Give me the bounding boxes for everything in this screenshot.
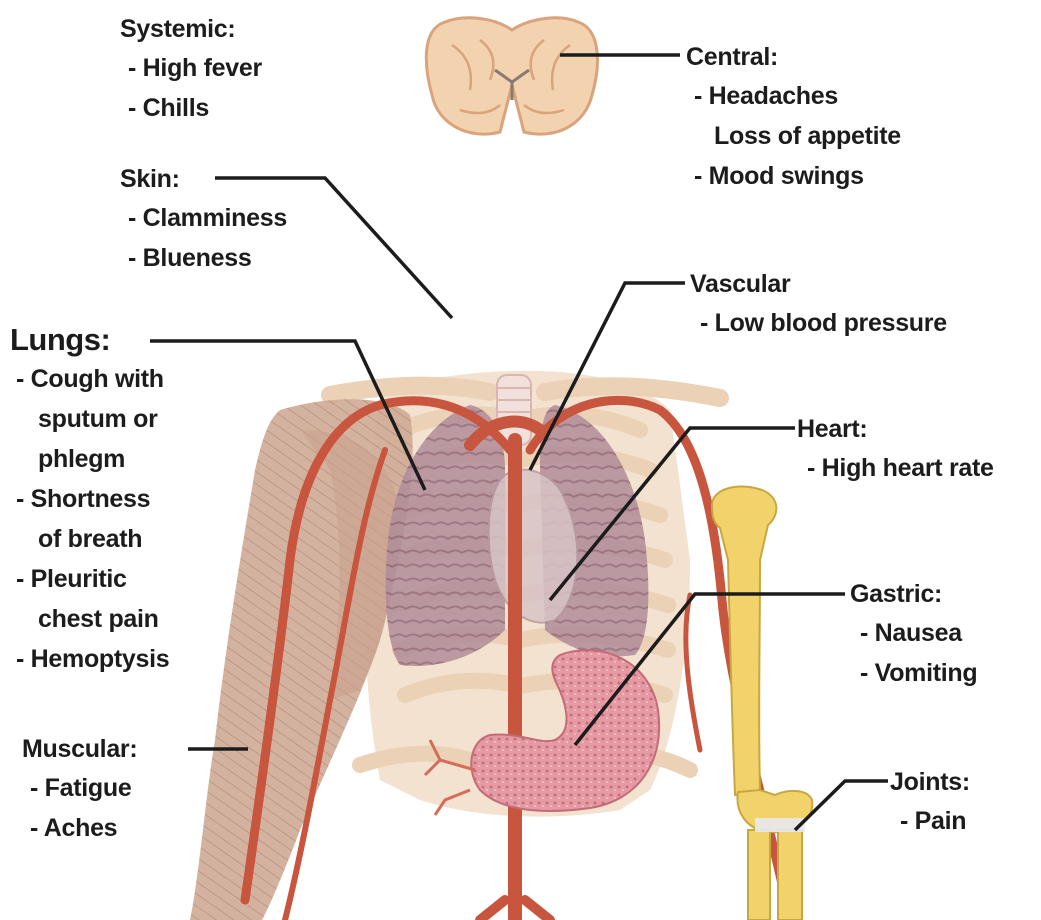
label-gastric-item: - Vomiting: [850, 653, 977, 693]
label-vascular-item: - Low blood pressure: [690, 303, 947, 343]
label-lungs-item: chest pain: [10, 599, 169, 639]
label-lungs-item: - Pleuritic: [10, 559, 169, 599]
label-joints: Joints: - Pain: [890, 763, 970, 841]
label-gastric-title: Gastric:: [850, 575, 977, 613]
label-central-item: - Mood swings: [686, 156, 901, 196]
label-lungs-item: phlegm: [10, 439, 169, 479]
label-systemic: Systemic: - High fever - Chills: [120, 10, 262, 128]
label-heart-item: - High heart rate: [797, 448, 994, 488]
label-systemic-item: - Chills: [120, 88, 262, 128]
label-central-item: - Headaches: [686, 76, 901, 116]
label-lungs-item: sputum or: [10, 399, 169, 439]
label-gastric: Gastric: - Nausea - Vomiting: [850, 575, 977, 693]
label-joints-item: - Pain: [890, 801, 970, 841]
label-lungs-item: - Shortness: [10, 479, 169, 519]
label-lungs: Lungs: - Cough with sputum or phlegm - S…: [10, 321, 169, 679]
label-central-title: Central:: [686, 38, 901, 76]
label-joints-title: Joints:: [890, 763, 970, 801]
label-systemic-title: Systemic:: [120, 10, 262, 48]
label-muscular-item: - Fatigue: [22, 768, 137, 808]
label-skin-item: - Clamminess: [120, 198, 287, 238]
label-lungs-item: of breath: [10, 519, 169, 559]
brain-illustration: [426, 18, 597, 134]
label-muscular-item: - Aches: [22, 808, 137, 848]
label-gastric-item: - Nausea: [850, 613, 977, 653]
label-central: Central: - Headaches Loss of appetite - …: [686, 38, 901, 196]
label-skin: Skin: - Clamminess - Blueness: [120, 160, 287, 278]
label-muscular-title: Muscular:: [22, 730, 137, 768]
label-vascular-title: Vascular: [690, 265, 947, 303]
label-systemic-item: - High fever: [120, 48, 262, 88]
arm-bones-illustration: [712, 486, 812, 920]
label-vascular: Vascular - Low blood pressure: [690, 265, 947, 343]
label-muscular: Muscular: - Fatigue - Aches: [22, 730, 137, 848]
label-heart: Heart: - High heart rate: [797, 410, 994, 488]
label-skin-title: Skin:: [120, 160, 287, 198]
label-skin-item: - Blueness: [120, 238, 287, 278]
label-central-item: Loss of appetite: [686, 116, 901, 156]
label-lungs-item: - Cough with: [10, 359, 169, 399]
label-heart-title: Heart:: [797, 410, 994, 448]
label-lungs-item: - Hemoptysis: [10, 639, 169, 679]
label-lungs-title: Lungs:: [10, 321, 169, 359]
